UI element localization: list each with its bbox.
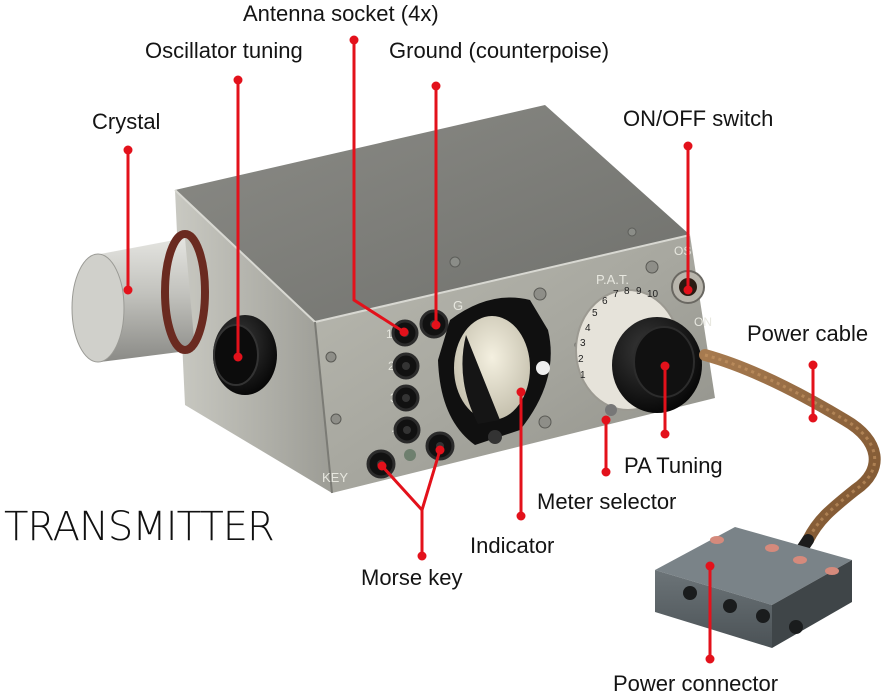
dial-number: 8 [624,286,630,297]
callout-dots [123,35,818,664]
socket-number: 2 [388,359,395,373]
crystal-component [71,230,209,363]
label-indicator: Indicator [470,533,555,558]
socket-group [366,309,455,479]
label-on-off-switch: ON/OFF switch [623,106,774,131]
dial-number: 7 [613,289,619,300]
indicator-meter [438,297,551,445]
power-connector-block [655,527,852,648]
callouts [126,40,815,659]
dial-number: 5 [592,308,598,319]
oscillator-knob [213,315,277,395]
label-morse-key: Morse key [361,565,463,590]
label-crystal: Crystal [92,109,161,134]
label-meter-selector: Meter selector [537,489,677,514]
ground-mark: G [453,298,463,313]
dial-number: 3 [580,338,586,349]
dial-number: 6 [602,296,608,307]
label-oscillator-tuning: Oscillator tuning [145,38,303,63]
label-power-cable: Power cable [747,321,869,346]
label-ground: Ground (counterpoise) [389,38,610,63]
label-antenna-socket: Antenna socket (4x) [243,1,439,26]
dial-number: 1 [580,370,586,381]
dial-number: 9 [636,286,642,297]
key-mark: KEY [322,470,348,485]
dial-number: 10 [647,289,659,300]
dial-number: 2 [578,354,584,365]
label-power-connector: Power connector [613,671,779,696]
socket-number: 1 [386,327,393,341]
pat-mark: P.A.T. [596,272,629,287]
callout-antenna [352,40,405,334]
label-pa-tuning: PA Tuning [624,453,723,478]
diagram-title: TRANSMITTER [4,504,275,550]
on-mark: ON [694,315,712,329]
dial-number: 4 [585,323,591,334]
